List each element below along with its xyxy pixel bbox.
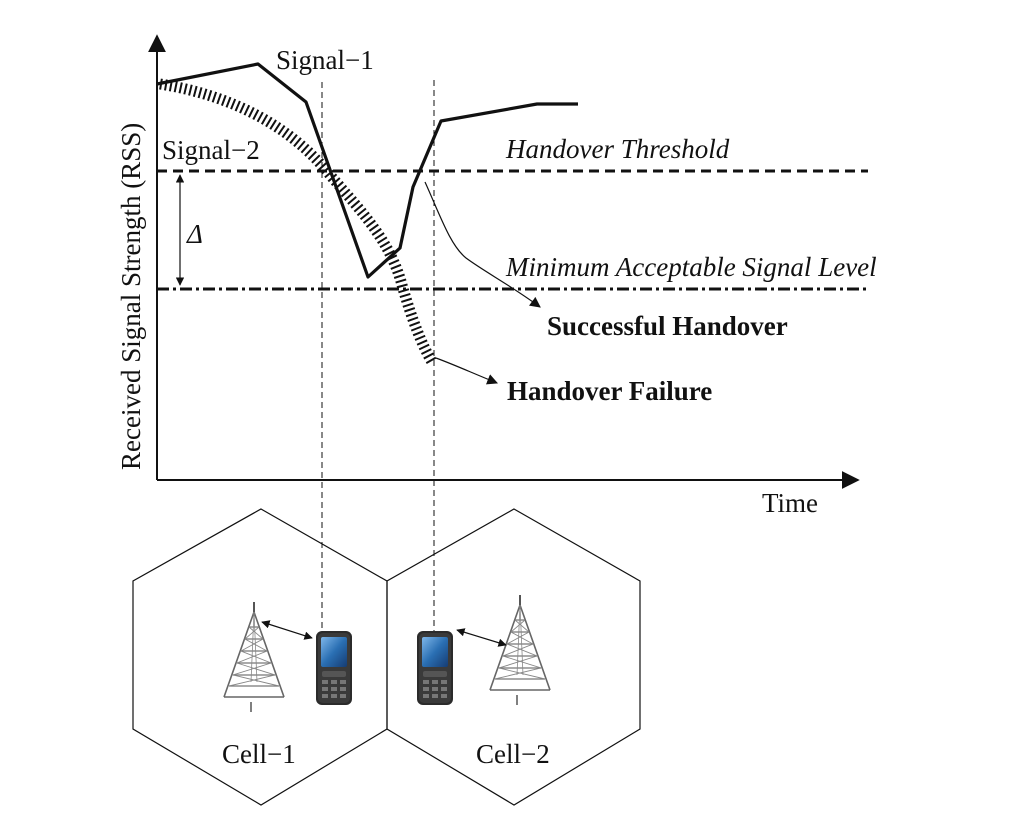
cell-1-label: Cell−1 [222, 739, 296, 769]
axes [148, 34, 860, 489]
link-arrow-cell-2 [456, 628, 507, 647]
mobile-phone-icon [316, 631, 352, 705]
y-axis-label: Received Signal Strength (RSS) [116, 123, 146, 470]
successful-handover-pointer [424, 181, 541, 308]
x-axis-label: Time [762, 488, 818, 518]
handover-threshold-label: Handover Threshold [505, 134, 730, 164]
delta-label: Δ [186, 219, 203, 249]
cell-tower-icon [223, 601, 285, 713]
signal-1-label: Signal−1 [276, 45, 374, 75]
link-arrow-cell-1 [261, 620, 313, 640]
cell-tower-icon [489, 594, 551, 706]
signal-2-label: Signal−2 [162, 135, 260, 165]
minimum-signal-level-label: Minimum Acceptable Signal Level [505, 252, 877, 282]
cell-2-label: Cell−2 [476, 739, 550, 769]
successful-handover-label: Successful Handover [547, 311, 788, 341]
signal-2-curve [159, 78, 437, 365]
cell-2-hexagon [386, 508, 641, 806]
handover-failure-label: Handover Failure [507, 376, 712, 406]
signal-1-curve [156, 62, 578, 279]
mobile-phone-icon [417, 631, 453, 705]
handover-failure-pointer [435, 357, 499, 385]
